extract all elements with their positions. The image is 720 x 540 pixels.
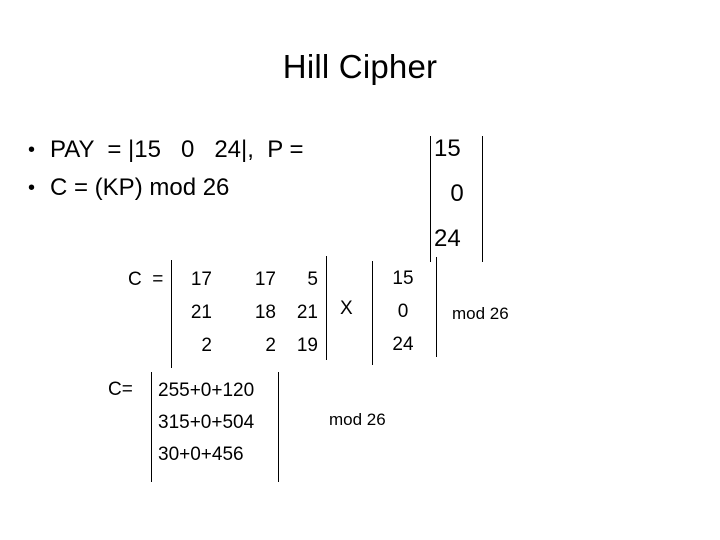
matrix-bar-left <box>151 372 152 482</box>
table-row: 21 18 21 <box>178 297 328 329</box>
matrix-bar-right <box>326 256 327 360</box>
table-row: 2 2 19 <box>178 330 328 362</box>
matrix-cell: 2 <box>201 335 212 356</box>
bullet-text-plaintext: PAY = |15 0 24|, P = <box>50 136 311 163</box>
list-item: • PAY = |15 0 24|, P = <box>28 131 458 169</box>
table-row: 17 17 5 <box>178 264 328 296</box>
list-item: • C = (KP) mod 26 <box>28 169 458 207</box>
matrix-cell: 21 <box>190 302 212 323</box>
matrix-bar-right <box>482 136 483 262</box>
matrix-cell: 24 <box>392 334 414 355</box>
matrix-cell: 2 <box>265 335 276 356</box>
product-sum-matrix: 255+0+120 315+0+504 30+0+456 <box>151 372 279 482</box>
matrix-cell: 21 <box>296 302 318 323</box>
matrix-bar-left <box>430 136 431 262</box>
modulus-label-equation2: mod 26 <box>329 410 386 429</box>
key-matrix: 17 17 5 21 18 21 2 2 19 <box>171 256 328 368</box>
plaintext-vector-operand: 15 0 24 <box>372 257 437 365</box>
matrix-cell: 24 <box>434 225 461 252</box>
matrix-cell: 15 <box>434 135 461 162</box>
table-row: 315+0+504 <box>158 412 255 433</box>
matrix-cell: 15 <box>392 268 414 289</box>
matrix-bar-left <box>171 260 172 368</box>
equation1-result-label: C = <box>128 269 164 290</box>
matrix-cell: 17 <box>190 269 212 290</box>
plaintext-column-vector: 15 0 24 <box>430 134 486 264</box>
matrix-cell: 5 <box>307 269 318 290</box>
matrix-cell: 0 <box>397 301 409 322</box>
multiplication-symbol: X <box>340 298 353 319</box>
matrix-bar-left <box>372 261 373 365</box>
matrix-bar-right <box>436 257 437 357</box>
bullet-list: • PAY = |15 0 24|, P = • C = (KP) mod 26 <box>28 131 458 207</box>
matrix-cell: 17 <box>254 269 276 290</box>
table-row: 255+0+120 <box>158 380 255 401</box>
equation2-result-label: C= <box>108 379 133 400</box>
page-title: Hill Cipher <box>282 48 438 85</box>
bullet-text-formula: C = (KP) mod 26 <box>50 174 230 201</box>
bullet-marker-icon: • <box>28 177 36 199</box>
matrix-cell: 0 <box>450 180 464 207</box>
modulus-label-equation1: mod 26 <box>452 304 509 323</box>
bullet-marker-icon: • <box>28 139 36 161</box>
matrix-bar-right <box>278 372 279 482</box>
table-row: 30+0+456 <box>158 444 244 465</box>
matrix-cell: 18 <box>254 302 276 323</box>
matrix-cell: 19 <box>296 335 318 356</box>
